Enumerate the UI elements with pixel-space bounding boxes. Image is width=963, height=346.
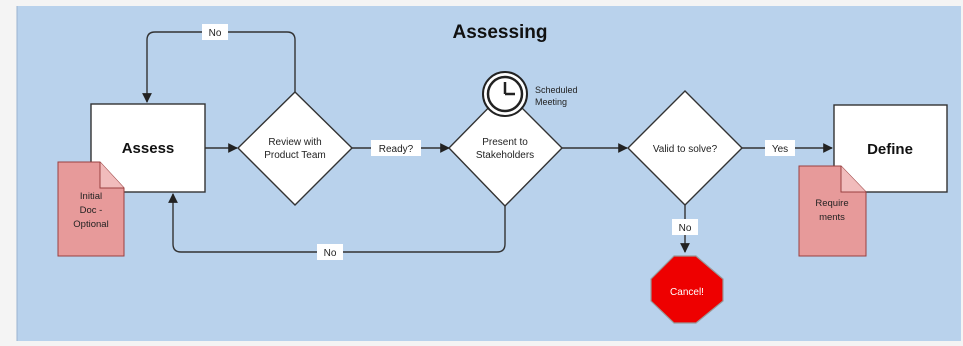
cancel-stop-node[interactable]: Cancel!: [650, 255, 724, 324]
initial-doc-note: Initial Doc - Optional: [57, 161, 125, 257]
define-node[interactable]: Define: [833, 104, 948, 193]
review-label-line-2: Product Team: [264, 150, 326, 161]
define-label: Define: [867, 141, 913, 158]
initial-doc-line-3: Optional: [73, 219, 108, 230]
initial-doc-line-2: Doc -: [80, 205, 103, 216]
svg-text:No: No: [324, 248, 337, 259]
clock-icon: [482, 71, 528, 117]
initial-doc-line-1: Initial: [80, 191, 102, 202]
edge-label-no-top: No: [202, 24, 228, 40]
present-label-line-2: Stakeholders: [476, 150, 534, 161]
edge-label-no-bottom: No: [317, 244, 343, 260]
edge-label-yes: Yes: [765, 140, 795, 156]
requirements-doc-line-1: Require: [815, 198, 848, 209]
review-decision-node[interactable]: Review with Product Team: [237, 91, 353, 206]
svg-text:Yes: Yes: [772, 144, 788, 155]
scheduled-meeting-line-1: Scheduled: [535, 85, 578, 95]
svg-text:Ready?: Ready?: [379, 144, 414, 155]
svg-text:No: No: [679, 223, 692, 234]
scheduled-meeting-line-2: Meeting: [535, 97, 567, 107]
cancel-label: Cancel!: [670, 287, 704, 298]
requirements-doc-line-2: ments: [819, 212, 845, 223]
svg-text:No: No: [209, 28, 222, 39]
valid-label: Valid to solve?: [653, 144, 718, 155]
present-label-line-1: Present to: [482, 137, 528, 148]
review-label-line-1: Review with: [268, 137, 321, 148]
valid-decision-node[interactable]: Valid to solve?: [627, 90, 743, 206]
present-decision-node[interactable]: Present to Stakeholders: [448, 90, 563, 208]
requirements-doc-note: Require ments: [798, 165, 867, 257]
diagram-title: Assessing: [452, 22, 547, 43]
edge-label-ready: Ready?: [371, 140, 421, 156]
assess-label: Assess: [122, 140, 175, 157]
edge-label-no-cancel: No: [672, 219, 698, 235]
